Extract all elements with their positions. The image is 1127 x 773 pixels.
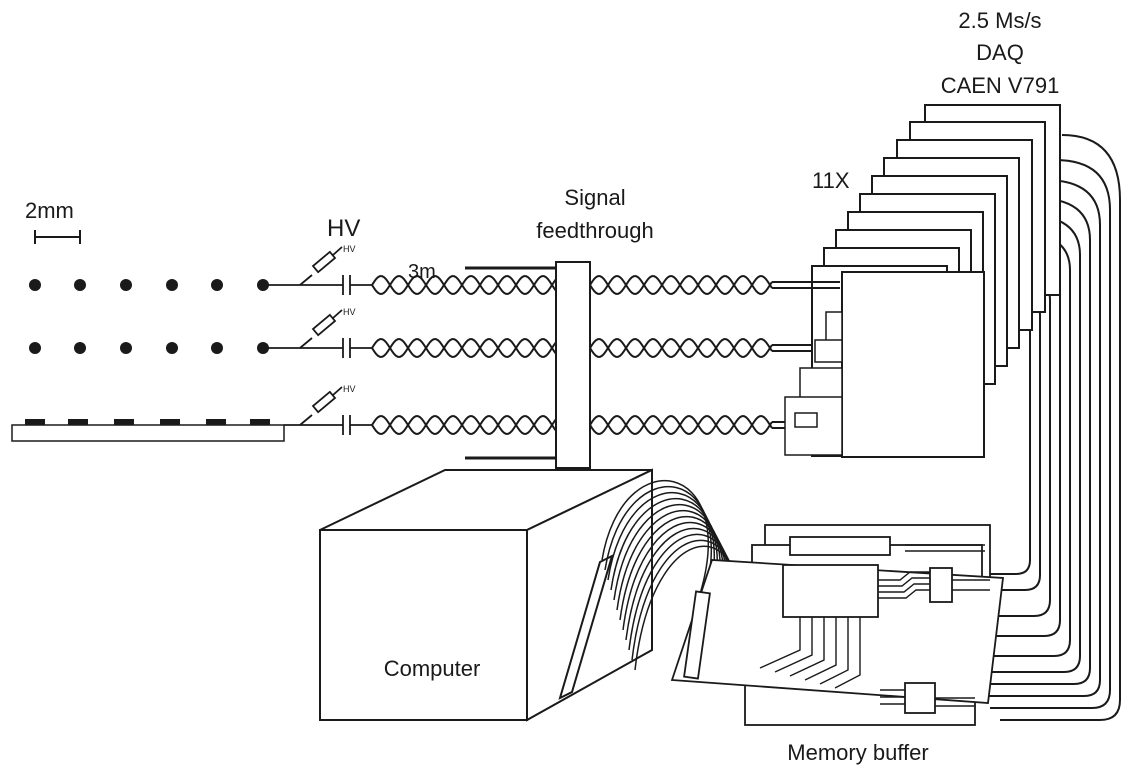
cable-length-label: 3m: [408, 261, 436, 283]
twisted-pair-1: [371, 275, 840, 295]
twisted-pair-cables: [371, 275, 840, 435]
hv-small-label-2: HV: [343, 307, 356, 317]
hv-label: HV: [327, 215, 360, 242]
electrode-array: [11, 279, 285, 442]
scale-bar: [34, 230, 81, 244]
hv-small-label-3: HV: [343, 384, 356, 394]
ribbon-wire: [604, 485, 712, 602]
hv-small-label-1: HV: [343, 244, 356, 254]
module-count-label: 11X: [812, 168, 850, 193]
memory-buffer-label: Memory buffer: [787, 740, 928, 765]
daq-front-module: [841, 271, 985, 458]
computer: [319, 468, 653, 722]
computer-label: Computer: [384, 656, 481, 681]
electrode-row-2: [29, 342, 269, 354]
daq-model-label: CAEN V791: [941, 73, 1060, 98]
electrode-strip-board: [11, 419, 285, 442]
daq-module-stack: [784, 104, 1121, 721]
daq-rate-label: 2.5 Ms/s: [958, 8, 1041, 33]
twisted-pair-2: [371, 338, 812, 358]
feedthrough-label-line1: Signal: [564, 185, 625, 210]
memory-buffer: [670, 524, 1005, 726]
signal-feedthrough: [465, 261, 591, 469]
electrode-row-1: [29, 279, 269, 291]
scale-label: 2mm: [25, 198, 74, 223]
hv-coupling-circuits: [263, 246, 372, 435]
daq-label: DAQ: [976, 40, 1024, 65]
feedthrough-label-line2: feedthrough: [536, 218, 653, 243]
twisted-pair-3: [371, 415, 785, 435]
